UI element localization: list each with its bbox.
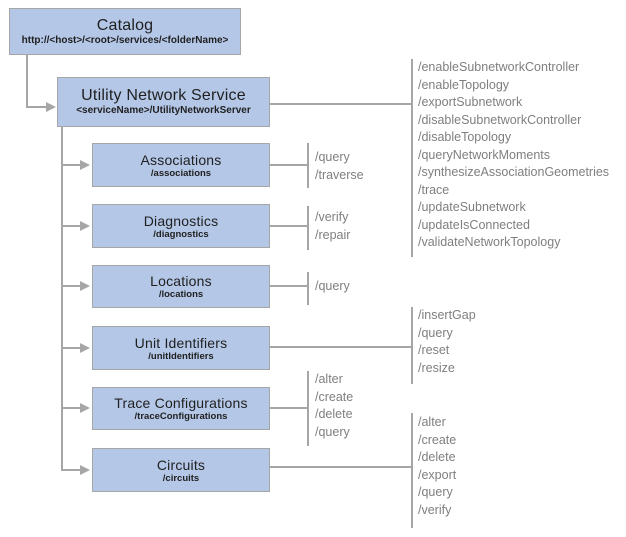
bracket-circuits-ops: [411, 413, 413, 528]
connector-row-circuits: [63, 469, 80, 471]
op-label: /synthesizeAssociationGeometries: [418, 165, 610, 179]
node-catalog: Catalog http://<host>/<root>/services/<f…: [9, 8, 241, 55]
op-label: /query: [315, 150, 350, 164]
connector-circuits-ops: [270, 466, 411, 468]
ops-diagnostics: /verify /repair: [315, 209, 350, 244]
op-label: /export: [418, 467, 457, 482]
ops-service: /enableSubnetworkController /enableTopol…: [418, 59, 609, 252]
node-service-title: Utility Network Service: [81, 87, 246, 104]
op-label: /repair: [315, 227, 351, 242]
op-label: /query: [418, 485, 453, 499]
node-path: /locations: [158, 289, 204, 300]
op-label: /create: [315, 389, 354, 404]
connector-trace-configurations-ops: [270, 407, 307, 409]
op-label: /trace: [418, 182, 450, 197]
op-label: /insertGap: [418, 308, 476, 322]
node-path: /associations: [150, 167, 212, 179]
bracket-service-ops: [411, 59, 413, 257]
arrow-right-icon: [80, 465, 90, 475]
node-title: Locations: [150, 273, 212, 289]
node-path: /traceConfigurations: [134, 411, 228, 422]
ops-unit-identifiers: /insertGap /query /reset /resize: [418, 307, 476, 377]
connector-associations-ops: [270, 164, 307, 166]
op-label: /create: [418, 432, 457, 447]
arrow-right-icon: [80, 160, 90, 170]
connector-row-trace-configurations: [63, 407, 80, 409]
node-trace-configurations: Trace Configurations /traceConfiguration…: [92, 387, 270, 430]
node-locations: Locations /locations: [92, 265, 270, 308]
arrow-right-icon: [80, 221, 90, 231]
bracket-locations-ops: [307, 272, 309, 305]
op-label: /delete: [315, 407, 353, 421]
node-path: /diagnostics: [153, 228, 209, 240]
node-title: Circuits: [156, 456, 206, 473]
ops-circuits: /alter /create /delete /export /query /v…: [418, 414, 456, 519]
op-label: /verify: [418, 502, 452, 517]
bracket-diagnostics-ops: [307, 206, 309, 250]
node-title: Associations: [140, 151, 222, 168]
op-label: /delete: [418, 450, 456, 464]
op-label: /enableSubnetworkController: [418, 60, 580, 74]
arrow-right-icon: [80, 343, 90, 353]
op-label: /query: [315, 279, 350, 293]
bracket-unit-identifiers-ops: [411, 307, 413, 384]
op-label: /query: [315, 424, 350, 439]
op-label: /alter: [418, 415, 446, 429]
op-label: /validateNetworkTopology: [418, 235, 561, 249]
node-title: Unit Identifiers: [134, 334, 228, 351]
op-label: /disableSubnetworkController: [418, 112, 582, 127]
op-label: /disableTopology: [418, 130, 512, 144]
connector-trunk: [61, 127, 63, 471]
op-label: /enableTopology: [418, 77, 510, 92]
node-diagnostics: Diagnostics /diagnostics: [92, 204, 270, 248]
op-label: /traverse: [315, 167, 364, 182]
connector-row-unit-identifiers: [63, 347, 80, 349]
bracket-associations-ops: [307, 143, 309, 188]
connector-row-associations: [63, 164, 80, 166]
node-associations: Associations /associations: [92, 143, 270, 187]
op-label: /queryNetworkMoments: [418, 147, 550, 162]
ops-locations: /query: [315, 278, 350, 296]
op-label: /updateSubnetwork: [418, 200, 526, 214]
node-circuits: Circuits /circuits: [92, 448, 270, 492]
op-label: /resize: [418, 360, 455, 375]
node-catalog-title: Catalog: [96, 16, 154, 34]
node-path: /circuits: [162, 472, 200, 484]
op-label: /verify: [315, 210, 349, 224]
node-utility-network-service: Utility Network Service <serviceName>/Ut…: [57, 77, 270, 127]
node-path: /unitIdentifiers: [148, 350, 214, 362]
node-service-path: <serviceName>/UtilityNetworkServer: [76, 105, 251, 116]
connector-diagnostics-ops: [270, 225, 307, 227]
op-label: /reset: [418, 343, 450, 357]
connector-unit-identifiers-ops: [270, 346, 411, 348]
ops-associations: /query /traverse: [315, 149, 364, 184]
node-catalog-url: http://<host>/<root>/services/<folderNam…: [21, 34, 229, 46]
ops-trace-configurations: /alter /create /delete /query: [315, 371, 353, 441]
arrow-right-icon: [80, 403, 90, 413]
connector-locations-ops: [270, 285, 307, 287]
arrow-right-icon: [80, 281, 90, 291]
connector-row-locations: [63, 285, 80, 287]
node-title: Diagnostics: [143, 212, 219, 229]
connector-row-diagnostics: [63, 225, 80, 227]
node-unit-identifiers: Unit Identifiers /unitIdentifiers: [92, 326, 270, 370]
op-label: /updateIsConnected: [418, 217, 530, 232]
bracket-trace-configurations-ops: [307, 371, 309, 446]
connector-catalog-vertical: [26, 55, 28, 107]
op-label: /alter: [315, 372, 343, 386]
node-title: Trace Configurations: [114, 395, 248, 411]
connector-service-ops: [270, 103, 411, 105]
op-label: /exportSubnetwork: [418, 95, 523, 109]
arrow-right-icon: [46, 102, 56, 112]
op-label: /query: [418, 325, 453, 340]
connector-catalog-horizontal: [26, 106, 46, 108]
